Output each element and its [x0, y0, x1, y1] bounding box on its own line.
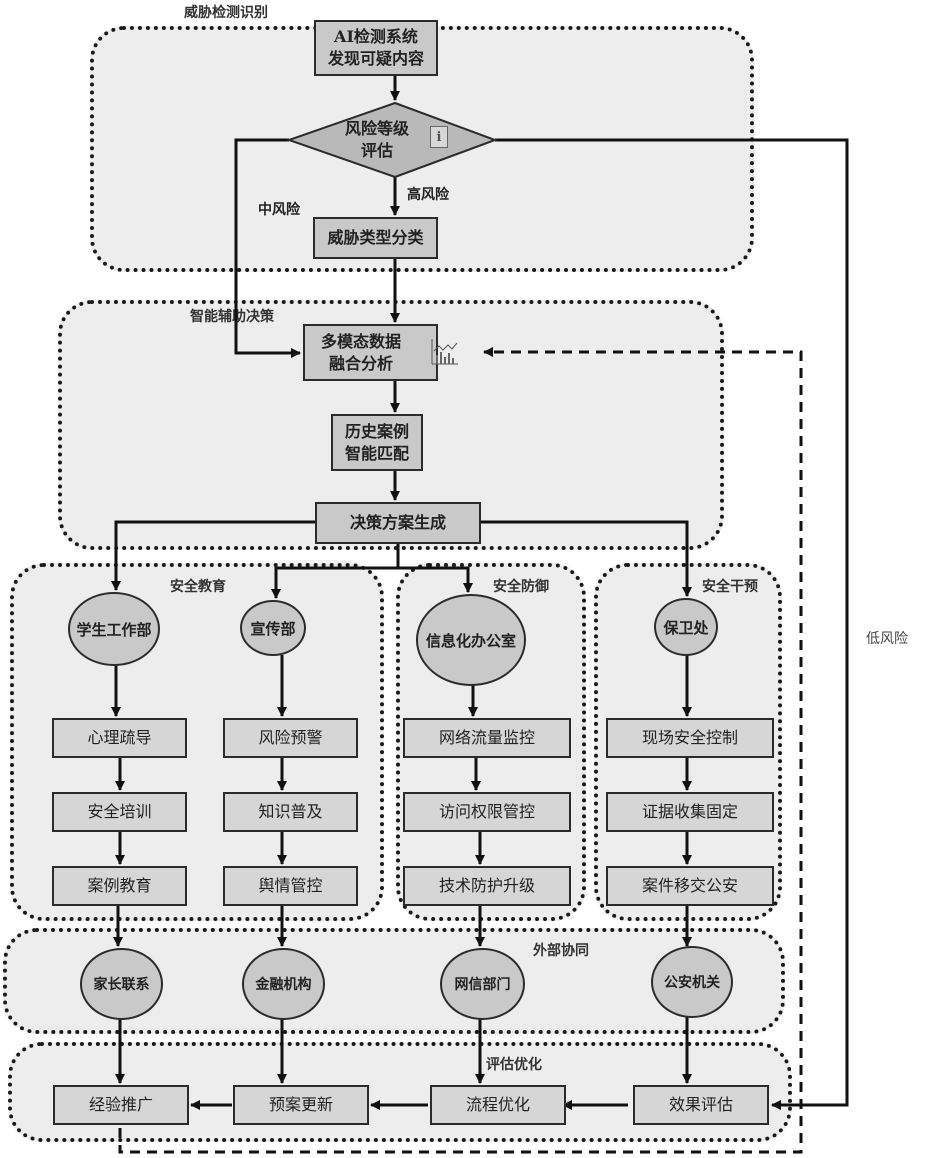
- node-history-match: 历史案例 智能匹配: [331, 414, 423, 471]
- node-risk-assess-label: 风险等级 评估: [344, 119, 409, 160]
- edge-label-mid-risk: 中风险: [258, 202, 300, 218]
- edge-risk-to-multimodal-mid: [234, 138, 301, 358]
- node-safety-training: 安全培训: [52, 792, 187, 832]
- node-security-office: 保卫处: [654, 598, 718, 656]
- node-experience: 经验推广: [53, 1085, 189, 1125]
- edge-plan-to-it: [398, 566, 473, 593]
- edge-plan-to-publicity: [271, 544, 400, 599]
- group-label-threat-detection: 威胁检测识别: [184, 5, 268, 21]
- node-plan-update: 预案更新: [233, 1085, 369, 1125]
- node-process-opt: 流程优化: [430, 1085, 566, 1125]
- edge-plan-to-security: [481, 520, 692, 597]
- chart-icon: [431, 339, 458, 365]
- edge-label-high-risk: 高风险: [407, 187, 449, 203]
- node-onsite-control: 现场安全控制: [606, 718, 774, 758]
- node-it-office: 信息化办公室: [416, 594, 526, 686]
- group-label-safety-defense: 安全防御: [493, 579, 549, 595]
- node-multimodal-label: 多模态数据 融合分析: [321, 331, 402, 373]
- node-traffic-monitor: 网络流量监控: [403, 718, 571, 758]
- edge-feedback-dashed: [118, 347, 803, 1154]
- node-police: 公安机关: [651, 946, 733, 1018]
- node-risk-warning: 风险预警: [223, 718, 358, 758]
- node-effect-eval: 效果评估: [633, 1085, 769, 1125]
- node-multimodal: 多模态数据 融合分析: [303, 324, 438, 381]
- node-access-control: 访问权限管控: [403, 792, 571, 832]
- node-ai-detect: AI检测系统 发现可疑内容: [314, 20, 438, 76]
- node-opinion-control: 舆情管控: [223, 866, 358, 906]
- node-knowledge-pop: 知识普及: [223, 792, 358, 832]
- node-parent-contact: 家长联系: [80, 948, 163, 1020]
- risk-assess-diamond: [285, 101, 498, 179]
- node-evidence: 证据收集固定: [606, 792, 774, 832]
- node-case-transfer: 案件移交公安: [606, 866, 774, 906]
- node-psych-counsel: 心理疏导: [52, 718, 187, 758]
- group-label-evaluation-opt: 评估优化: [486, 1057, 542, 1073]
- node-publicity: 宣传部: [240, 600, 306, 656]
- node-case-education: 案例教育: [52, 866, 187, 906]
- node-tech-upgrade: 技术防护升级: [403, 866, 571, 906]
- edge-plan-to-student: [111, 520, 315, 591]
- node-financial: 金融机构: [242, 948, 325, 1020]
- node-threat-classify: 威胁类型分类: [313, 217, 438, 259]
- node-cyberspace: 网信部门: [440, 948, 525, 1020]
- edge-risk-to-eval-low: [495, 138, 849, 1110]
- info-document-icon: i: [430, 126, 448, 148]
- group-label-smart-decision: 智能辅助决策: [190, 309, 274, 325]
- group-label-safety-intervention: 安全干预: [702, 579, 758, 595]
- edge-label-low-risk: 低风险: [866, 631, 908, 647]
- node-student-affairs: 学生工作部: [68, 592, 160, 666]
- group-label-external-collab: 外部协同: [533, 943, 589, 959]
- group-label-safety-education: 安全教育: [170, 579, 226, 595]
- node-plan-gen: 决策方案生成: [315, 502, 481, 544]
